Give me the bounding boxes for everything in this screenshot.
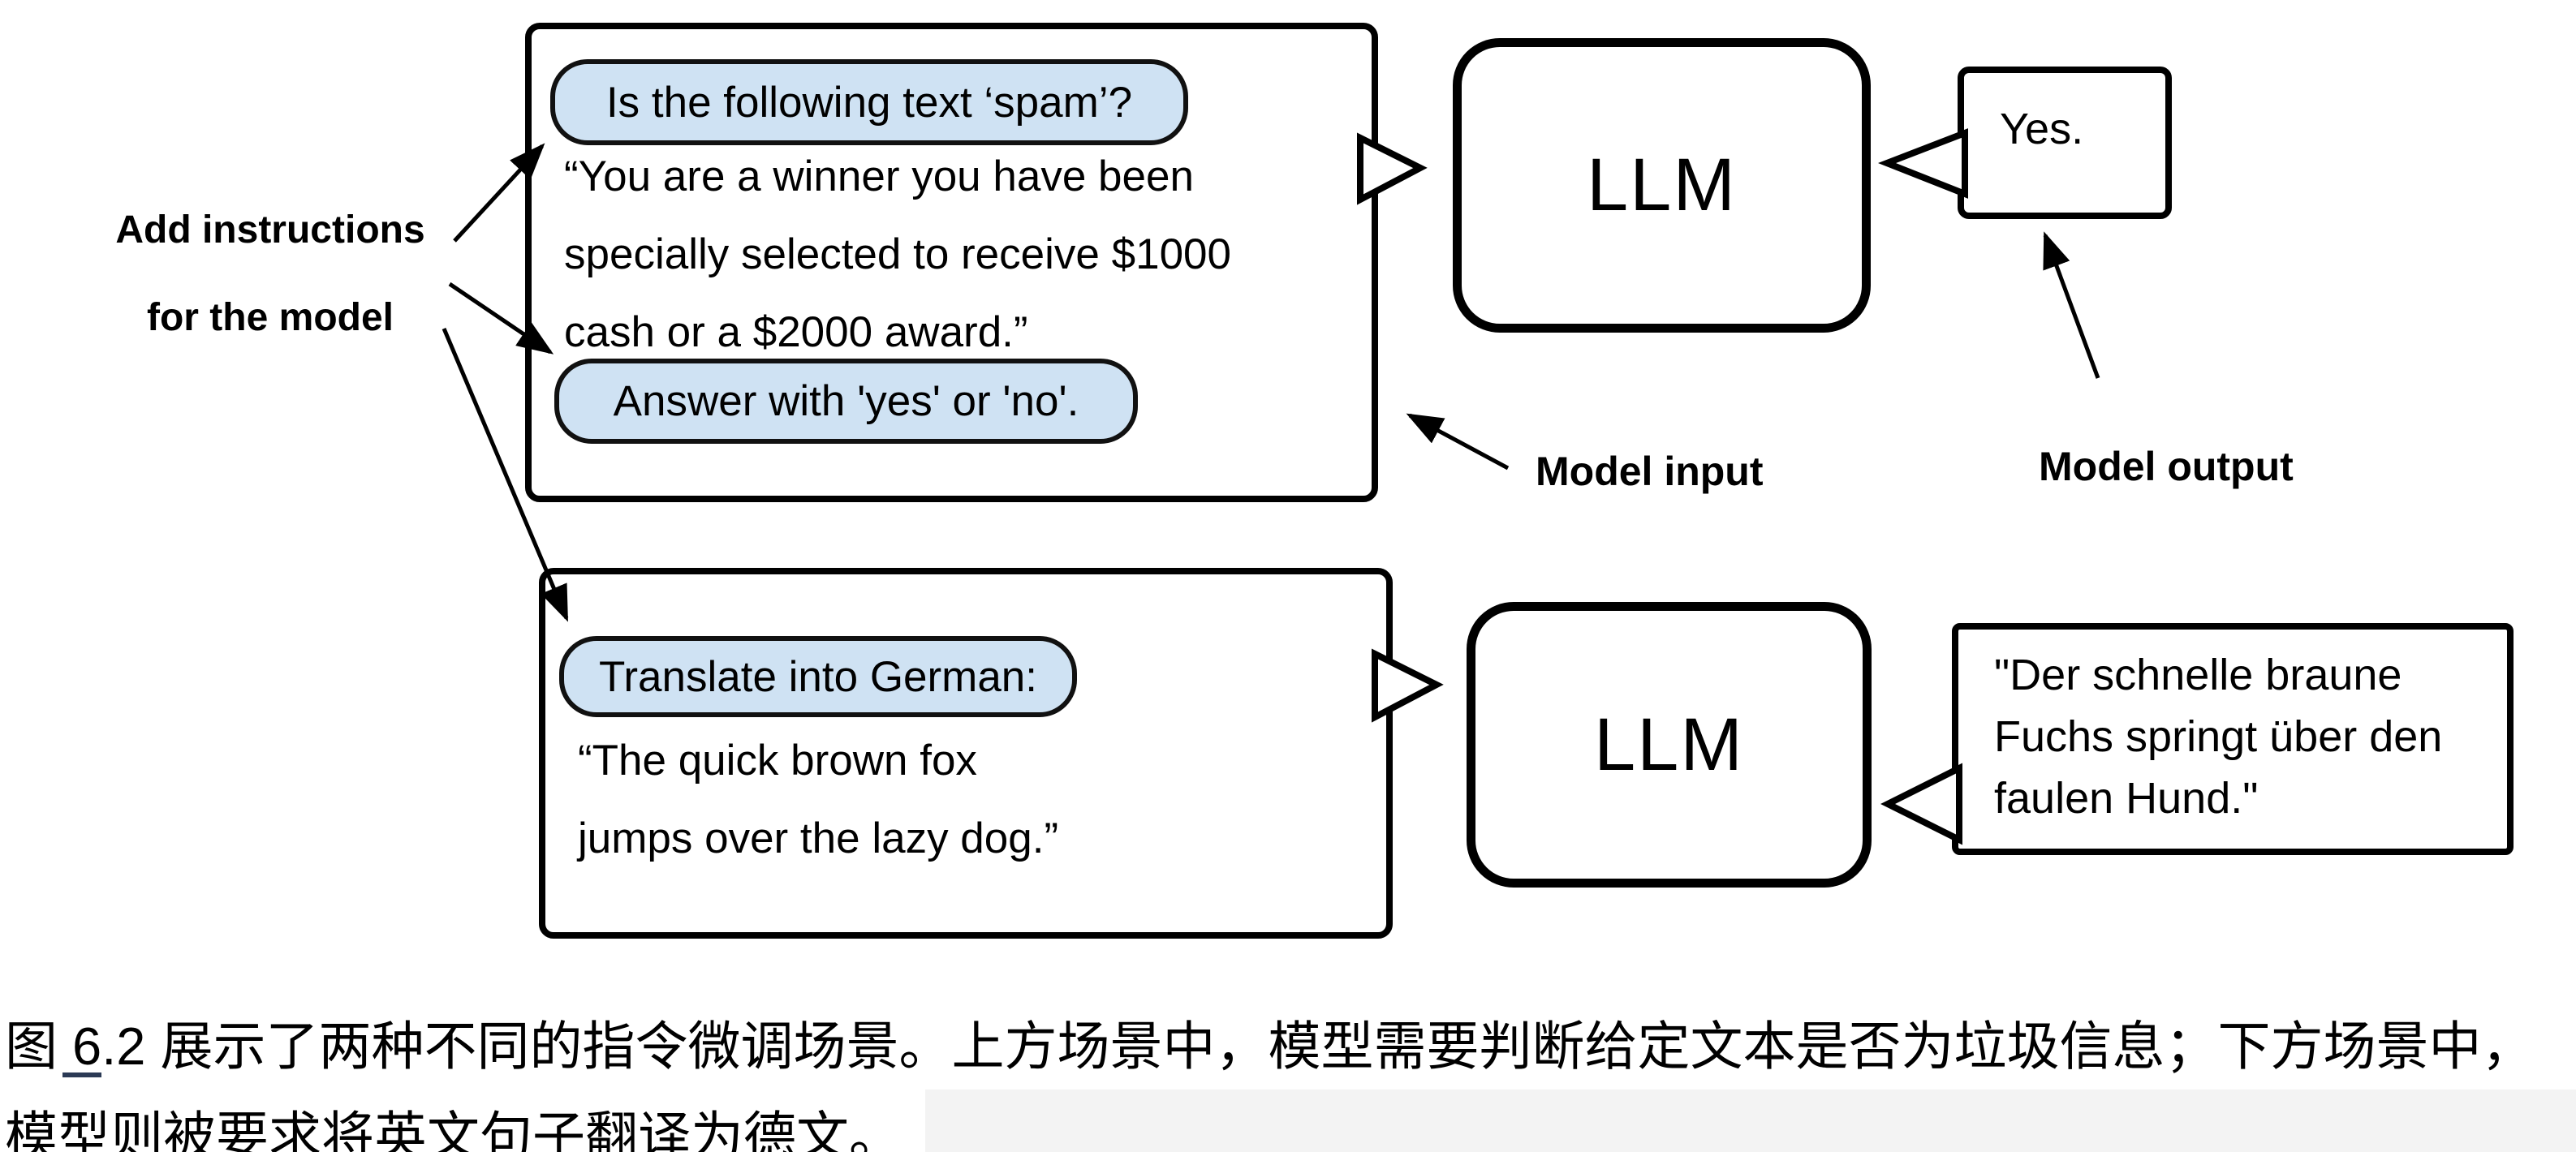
figure-caption: 图 6.2 展示了两种不同的指令微调场景。上方场景中，模型需要判断给定文本是否为…	[5, 1001, 2534, 1152]
add-instructions-label: Add instructions for the model	[89, 187, 451, 362]
caption-line-1: 图 6.2 展示了两种不同的指令微调场景。上方场景中，模型需要判断给定文本是否为…	[5, 1017, 2535, 1076]
add-instructions-line2: for the model	[146, 296, 394, 339]
bottom-output-bubble-tail	[1880, 763, 1962, 845]
top-llm-box: LLM	[1453, 38, 1871, 333]
top-llm-label: LLM	[1587, 144, 1737, 226]
bottom-llm-label: LLM	[1594, 703, 1744, 786]
model-output-arrow	[2043, 231, 2100, 379]
top-body-line-2: specially selected to receive $1000	[564, 230, 1231, 278]
bottom-output-line-1: "Der schnelle braune	[1994, 651, 2402, 699]
top-instruction-pill-2-text: Answer with 'yes' or 'no'.	[613, 377, 1079, 425]
bottom-model-input-box	[539, 568, 1393, 939]
bottom-input-body-text: “The quick brown fox jumps over the lazy…	[578, 722, 1058, 878]
top-output-bubble-tail	[1878, 128, 1968, 199]
top-body-line-1: “You are a winner you have been	[564, 153, 1194, 200]
bottom-output-bubble: "Der schnelle braune Fuchs springt über …	[1952, 623, 2514, 855]
top-body-line-3: cash or a $2000 award.”	[564, 308, 1028, 356]
model-input-label: Model input	[1536, 449, 1764, 494]
top-instruction-pill-2: Answer with 'yes' or 'no'.	[554, 359, 1138, 444]
bottom-llm-box: LLM	[1467, 602, 1872, 888]
grey-background-band	[925, 1090, 2576, 1152]
model-output-label: Model output	[2039, 444, 2294, 489]
bottom-output-text: "Der schnelle braune Fuchs springt über …	[1958, 630, 2507, 829]
bottom-body-line-1: “The quick brown fox	[578, 737, 977, 784]
top-input-body-text: “You are a winner you have been speciall…	[564, 138, 1231, 372]
top-output-bubble: Yes.	[1958, 67, 2172, 219]
model-input-arrow	[1406, 413, 1510, 471]
top-instruction-pill-1: Is the following text ‘spam’?	[550, 59, 1188, 145]
top-instruction-pill-1-text: Is the following text ‘spam’?	[605, 78, 1133, 127]
bottom-output-line-2: Fuchs springt über den	[1994, 712, 2443, 761]
caption-figure-number-underline	[62, 1072, 101, 1077]
bottom-instruction-pill-text: Translate into German:	[598, 652, 1038, 701]
bottom-body-line-2: jumps over the lazy dog.”	[578, 815, 1059, 862]
bottom-output-line-3: faulen Hund."	[1994, 774, 2259, 823]
add-instructions-line1: Add instructions	[115, 208, 425, 251]
caption-line-2: 模型则被要求将英文句子翻译为德文。	[5, 1107, 902, 1152]
bottom-instruction-pill: Translate into German:	[559, 636, 1077, 717]
top-output-text: Yes.	[2000, 105, 2084, 153]
